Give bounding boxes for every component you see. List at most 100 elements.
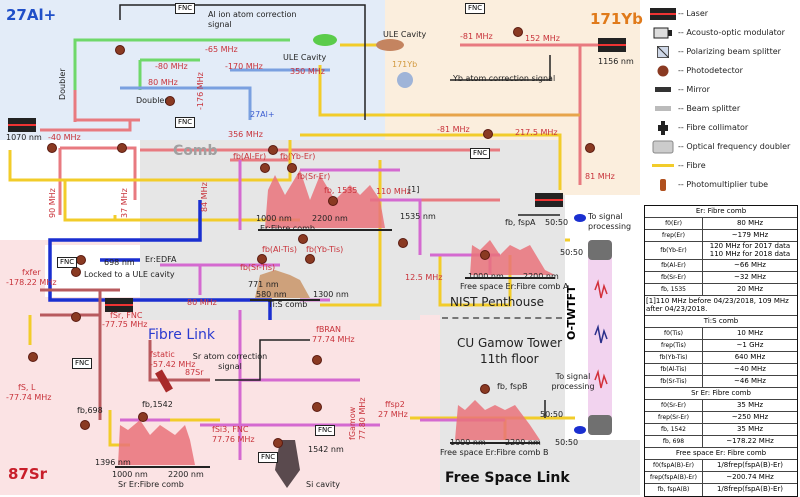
legend-label: -- Polarizing beam splitter	[678, 47, 781, 56]
legend-item: -- Beam splitter	[648, 99, 798, 118]
al-freq-m40: -40 MHz	[48, 133, 81, 142]
fspa-axis-left: 1000 nm	[468, 272, 504, 281]
photodetector-icon	[398, 238, 408, 248]
tis-axis-right: 1300 nm	[313, 290, 349, 299]
fnc-box: FNC	[175, 3, 196, 14]
fxfer-label: fxfer	[22, 268, 41, 277]
sr-laser-label: 698 nm	[104, 258, 135, 267]
fibre-yellow-2	[300, 43, 562, 190]
table-key: fb, fspA(B)	[645, 483, 703, 496]
yb-correction-wire	[450, 55, 551, 81]
free-space-link-title: Free Space Link	[445, 470, 570, 486]
fsl-value: -77.74 MHz	[6, 393, 52, 402]
sr-atom-label: 87Sr	[185, 368, 204, 377]
al-freq-p90: 90 MHz	[48, 188, 57, 218]
nist-splitter-1: 50:50	[545, 218, 569, 227]
table-key: fb, 1535	[645, 283, 703, 295]
pbs-icon	[648, 45, 678, 58]
tis-comb-name: Ti:S comb	[268, 300, 308, 309]
aom-icon	[648, 27, 678, 39]
table-section-title: Free space Er: Fibre comb	[675, 448, 767, 457]
table-row: f0(Tis)10 MHz	[645, 327, 797, 340]
photodetector-icon	[28, 352, 38, 362]
table-row: fb(Al-Tis)~40 MHz	[645, 363, 797, 376]
table-row: fb(Yb-Tis)640 MHz	[645, 351, 797, 364]
fb-fspa-label: fb, fspA	[505, 218, 536, 227]
fibre-link-path	[48, 200, 272, 320]
fibre-icon	[648, 163, 678, 168]
fstatic-value: -57.42 MHz	[150, 360, 196, 369]
fb-1535-label: fb, 1535	[324, 186, 358, 195]
legend-label: -- Optical frequency doubler	[678, 142, 791, 151]
table-row: fb(Sr-Tis)~46 MHz	[645, 375, 797, 388]
nist-splitter-2: 50:50	[560, 248, 584, 257]
otwtft-label: O-TWTFT	[565, 285, 578, 340]
yb-freq-m81b: -81 MHz	[437, 125, 470, 134]
laser-icon	[648, 7, 678, 20]
al-ion-label: 27Al+	[250, 110, 275, 119]
fb-yb-tis-label: fb(Yb-Tis)	[306, 245, 344, 254]
fibre-yellow-3	[320, 160, 570, 307]
al-freq-p350: 350 MHz	[290, 67, 325, 76]
photodetector-icon	[273, 438, 283, 448]
sr-beam	[40, 288, 210, 420]
fb-sr-tis-label: fb(Sr-Tis)	[240, 263, 276, 272]
photodetector-icon	[268, 145, 278, 155]
fbran-value: 77.74 MHz	[312, 335, 355, 344]
fb-al-er-label: fb(Al-Er)	[233, 152, 267, 161]
al-freq-m176: -176 MHz	[196, 72, 205, 110]
beam-splitter-icon	[648, 105, 678, 112]
laser-1535-label: 1535 nm	[400, 212, 436, 221]
beam-paths	[8, 4, 626, 488]
parameter-table: Er: Fibre comb f0(Er)80 MHz frep(Er)~179…	[644, 205, 798, 497]
splitter-b	[574, 426, 586, 434]
yb-laser-label: 1156 nm	[598, 57, 634, 66]
table-key: fb, 1542	[645, 423, 703, 435]
er-comb-name: Er:Fibre comb	[260, 224, 315, 233]
laser-icons	[8, 38, 626, 312]
table-value: ~250 MHz	[731, 412, 769, 421]
table-row: frep(Tis)~1 GHz	[645, 339, 797, 352]
table-key: fb, 698	[645, 435, 703, 447]
otwtft-tube	[588, 240, 612, 435]
table-value: 1/8frep(fspA(B)-Er)	[716, 485, 784, 494]
edfa-label: Er:EDFA	[145, 255, 177, 264]
yb-freq-m81a: -81 MHz	[460, 32, 493, 41]
splitter-a	[574, 214, 586, 222]
table-key: fb(Yb-Tis)	[645, 351, 703, 363]
fnc-box: FNC	[175, 117, 196, 128]
table-key: fb(Sr-Er)	[645, 271, 703, 283]
legend-item: -- Fibre	[648, 156, 798, 175]
photodetector-icon	[480, 384, 490, 394]
al-freq-p37: 37 MHz	[120, 188, 129, 218]
spectrum-er-comb	[258, 170, 392, 231]
legend-item: -- Laser	[648, 4, 798, 23]
cu-splitter-2: 50:50	[555, 438, 579, 447]
photodetector-icon	[257, 254, 267, 264]
er-axis-right: 2200 nm	[312, 214, 348, 223]
photodetector-icon	[312, 355, 322, 365]
table-row: fb(Sr-Er)~32 MHz	[645, 271, 797, 284]
fspb-axis-left: 1000 nm	[450, 438, 486, 447]
legend-label: -- Mirror	[678, 85, 710, 94]
pink-beam-1	[238, 160, 422, 255]
cu-tower-label: CU Gamow Tower	[457, 336, 563, 350]
photodetector-icon	[71, 312, 81, 322]
doubler-label-1: Doubler	[58, 68, 67, 100]
fb698-label: fb,698	[77, 406, 103, 415]
yb-atom-icon	[397, 72, 413, 88]
table-key: f0(Er)	[645, 218, 703, 229]
al-ule-cavity-icon	[313, 34, 337, 46]
legend-label: -- Photodetector	[678, 66, 743, 75]
comb-freq-p84: 84 MHz	[200, 182, 209, 212]
al-laser-label: 1070 nm	[6, 133, 42, 142]
photodetector-icon	[260, 163, 270, 173]
photodetector-icon	[648, 65, 678, 77]
fspb-comb-name: Free space Er:Fibre comb B	[440, 448, 549, 457]
fsr-fnc-label: fSr, FNC	[110, 311, 143, 320]
fgamow-value: 77.80 MHz	[358, 397, 367, 440]
table-key: f0(Sr-Er)	[645, 399, 703, 411]
sr-correction-label: Sr atom correction signal	[192, 352, 268, 371]
fspa-comb-name: Free space Er:Fibre comb A	[460, 282, 569, 291]
cu-floor-label: 11th floor	[480, 352, 539, 366]
